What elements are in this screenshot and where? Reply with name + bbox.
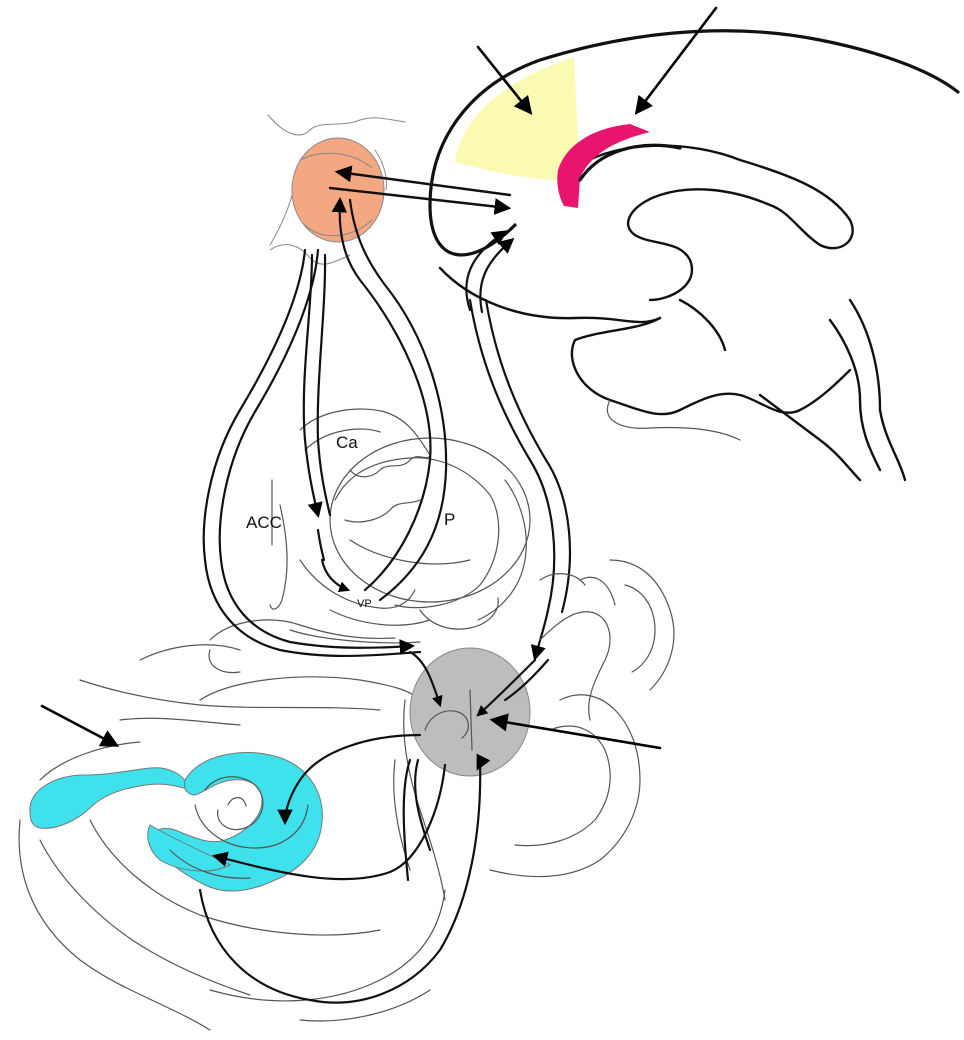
pointer-arrow-cyan [42,706,116,745]
gray-nucleus [410,648,530,776]
brainstem-outlines [19,560,674,1030]
fiber-tracts [204,200,570,658]
caudate-label: Ca [336,433,358,452]
basal-ganglia-outlines [209,409,530,673]
ventral-pallidum-label: VP [357,598,372,610]
putamen-label: P [444,510,455,529]
pointer-arrow-magenta [637,8,716,112]
yellow-cortical-region [455,57,580,180]
accumbens-label: ACC [246,513,282,532]
